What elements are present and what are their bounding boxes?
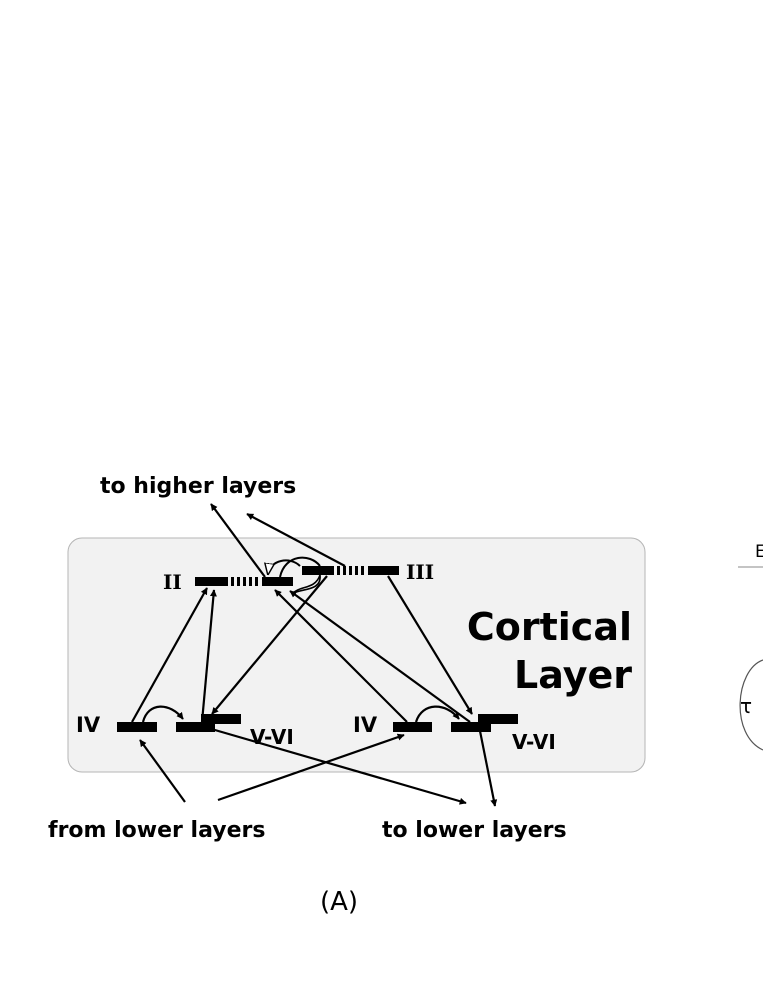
left-iv-label: IV [76,713,101,737]
right-vvi-bar-lower [451,722,491,732]
right-vvi-label: V-VI [512,730,556,754]
arrow-ii-to-iii-curve-2 [268,559,301,574]
from-lower-layers-label: from lower layers [48,818,265,843]
arrow-left-vvi-to-lower [207,726,467,805]
left-vvi-bar-lower [176,722,215,732]
layer-iii-dashed-bar [337,566,364,575]
layer-iii-label: III [406,560,434,584]
arrow-right-vvi-to-ii [289,590,471,723]
connection-arrows [131,503,498,807]
layer-iii-bar [368,566,399,575]
arrow-lower-to-right-iv [217,733,405,802]
arrow-right-vvi-to-lower [478,730,498,807]
layer-iii-bar-left [302,566,334,575]
left-vvi-label: V-VI [250,725,294,749]
layer-ii-dashed-bar [231,577,258,586]
arrow-ii-to-higher [210,503,266,578]
arrow-left-vvi-to-ii [200,589,217,723]
left-iv-bar [117,722,157,732]
arrow-right-iv-to-vvi-curve [414,705,460,723]
arrow-iii-to-higher [246,513,346,567]
right-iv-bar [393,722,432,732]
layer-ii-label: II [163,570,182,594]
right-iv-label: IV [353,713,378,737]
clipped-node-outline [739,659,763,751]
arrow-lower-to-left-iv [139,739,186,803]
layer-ii-bar-right [262,577,293,586]
layer-ii-bar [195,577,228,586]
clipped-letter: E [755,542,763,562]
region-title-line1: Cortical [467,605,632,649]
arrow-left-iv-to-ii [131,587,208,723]
clipped-tau-symbol: τ [740,694,752,718]
arrow-iii-to-right-vvi [387,575,473,715]
arrow-ii-to-iii-curve [279,556,321,578]
region-title-line2: Layer [514,653,632,697]
arrow-iii-to-left-vvi [211,575,328,715]
to-higher-layers-label: to higher layers [100,474,296,499]
arrow-right-iv-to-ii [274,589,408,723]
to-lower-layers-label: to lower layers [382,818,567,843]
left-vvi-bar-upper [201,714,241,724]
right-vvi-bar-upper [478,714,518,724]
figure-caption: (A) [320,887,358,917]
arrow-left-iv-to-vvi-curve [141,705,184,723]
